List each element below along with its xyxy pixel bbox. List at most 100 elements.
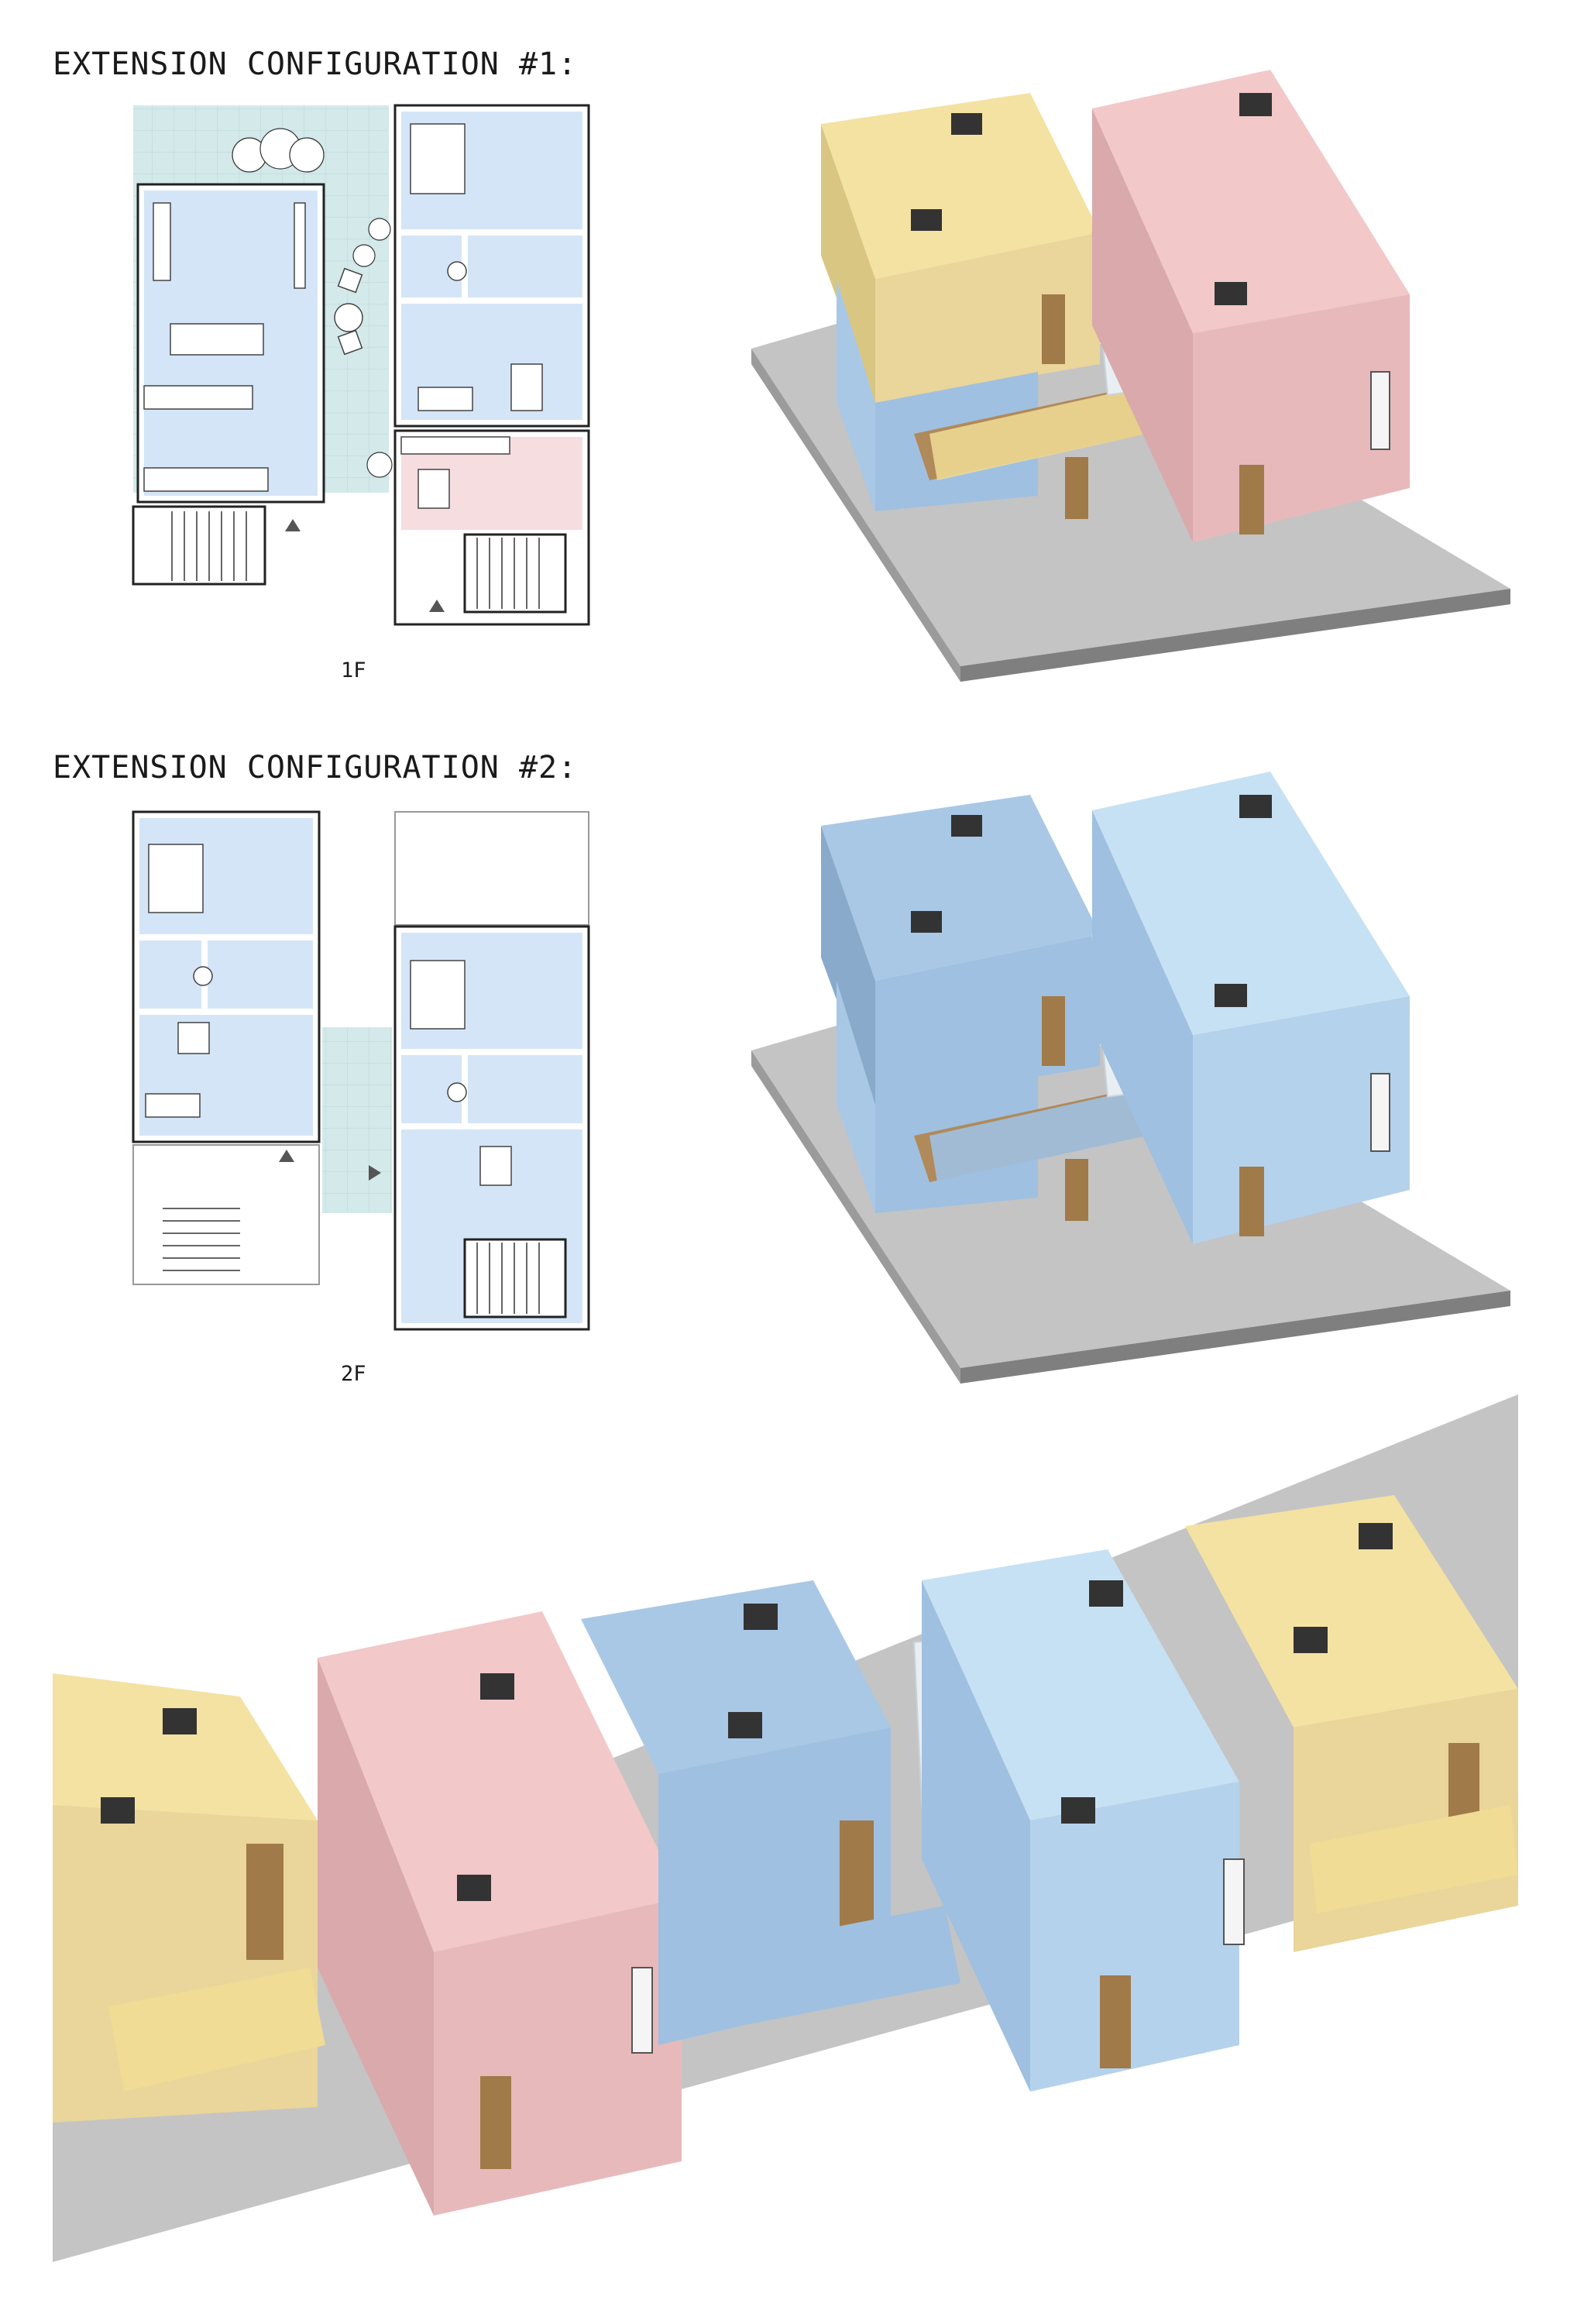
toilet-icon [193, 966, 213, 986]
entry-arrow-icon [429, 600, 445, 612]
blue-module-side [821, 826, 875, 1105]
pink-module-side [318, 1658, 434, 2216]
door-icon [1065, 1159, 1088, 1221]
table-icon [417, 469, 450, 509]
skylight-icon [1239, 93, 1272, 116]
skylight-icon [1215, 984, 1247, 1007]
ground-slab-edge [751, 1050, 960, 1384]
stair-treads-icon [163, 1208, 240, 1271]
entry-arrow-icon [279, 1150, 294, 1162]
patio-chair-icon [337, 329, 363, 356]
skylight-icon [951, 113, 982, 135]
skylight-icon [951, 815, 982, 837]
pink-module-roof [1092, 70, 1410, 333]
window-icon [1370, 1073, 1390, 1152]
stair-block-left [132, 505, 266, 586]
sofa-icon [417, 387, 473, 411]
skylight-icon [728, 1712, 762, 1738]
bed-icon [148, 844, 204, 913]
bridge-tiles [322, 1027, 392, 1213]
light-blue-module-front [1030, 1782, 1239, 2092]
sofa-icon [153, 202, 171, 281]
skylight-icon [744, 1604, 778, 1630]
door-icon [1239, 465, 1264, 535]
pink-module-side [1092, 108, 1193, 542]
roof-terrace-outline [394, 811, 589, 926]
door-icon [480, 2076, 511, 2169]
pink-module-front [434, 1898, 682, 2216]
blue-module-roof [821, 795, 1100, 981]
axonometric-config-2 [751, 772, 1510, 1384]
table-icon [510, 363, 543, 411]
vanity-room [208, 940, 313, 1009]
entry-arrow-icon [369, 1165, 381, 1181]
skylight-icon [163, 1708, 197, 1734]
light-blue-module-side [1092, 810, 1193, 1244]
blue-module-roof [581, 1580, 891, 1774]
bed-icon [410, 960, 466, 1030]
vanity-room [468, 235, 582, 297]
section-2-title: EXTENSION CONFIGURATION #2: [53, 750, 578, 786]
patio-table-icon [334, 303, 363, 332]
door-icon [1239, 1167, 1264, 1236]
light-blue-module-roof [922, 1549, 1239, 1820]
toilet-icon [447, 261, 467, 281]
skylight-icon [911, 209, 942, 231]
skylight-icon [1294, 1627, 1328, 1653]
light-blue-module-roof [1092, 772, 1410, 1035]
floor-label-2f: 2F [341, 1362, 366, 1386]
stair-treads-icon [476, 538, 540, 609]
door-icon [1042, 996, 1065, 1066]
door-icon [1100, 1975, 1131, 2068]
skylight-icon [480, 1673, 514, 1700]
floor-plan-2f [132, 810, 590, 1331]
window-icon [1370, 371, 1390, 450]
yellow-module-roof [53, 1673, 318, 1820]
floor-plan-1f [132, 104, 590, 626]
skylight-icon [911, 911, 942, 933]
stair-treads-icon [171, 511, 247, 581]
stair-block-right [463, 1238, 567, 1318]
skylight-icon [1215, 282, 1247, 305]
yellow-balustrade [108, 1968, 325, 2092]
kitchen-counter-icon [143, 467, 269, 492]
yellow-module-side [821, 124, 875, 403]
skylight-icon [101, 1797, 135, 1824]
yellow-module-roof [821, 93, 1100, 279]
patio-chair-icon [337, 267, 363, 294]
pink-module-roof [318, 1611, 682, 1952]
kitchen-island-icon [143, 385, 253, 410]
axonometric-config-1 [751, 70, 1510, 682]
dining-table-icon [170, 323, 264, 356]
blue-balustrade [929, 1089, 1146, 1182]
sofa-icon [145, 1093, 201, 1118]
entry-arrow-icon [285, 519, 301, 531]
door-icon [840, 1820, 874, 1929]
blue-balustrade [705, 1906, 960, 2030]
vanity-room [468, 1055, 582, 1123]
blue-ground-module-side [837, 279, 875, 511]
yellow-balustrade [1309, 1805, 1518, 1913]
kitchen-counter-icon [400, 436, 510, 455]
floor-label-1f: 1F [341, 658, 366, 682]
ground-slab-edge [960, 589, 1510, 682]
stair-treads-icon [476, 1243, 540, 1314]
window-icon [631, 1967, 653, 2054]
skylight-icon [457, 1875, 491, 1901]
bed-icon [410, 123, 466, 194]
toilet-icon [447, 1082, 467, 1102]
stair-terrace-outline [132, 1144, 320, 1285]
skylight-icon [1061, 1797, 1095, 1824]
ground-slab-edge [960, 1291, 1510, 1384]
ground-slab-edge [751, 349, 960, 682]
table-icon [177, 1022, 210, 1054]
skylight-icon [1089, 1580, 1123, 1607]
yellow-module-roof [1185, 1495, 1518, 1728]
bathroom [139, 940, 201, 1009]
blue-ground-module-side [837, 981, 875, 1213]
plants-icon [232, 128, 393, 478]
stair-block-right [463, 533, 567, 614]
storage-shelf-icon [294, 202, 306, 289]
door-icon [246, 1844, 283, 1960]
section-1-title: EXTENSION CONFIGURATION #1: [53, 46, 578, 82]
